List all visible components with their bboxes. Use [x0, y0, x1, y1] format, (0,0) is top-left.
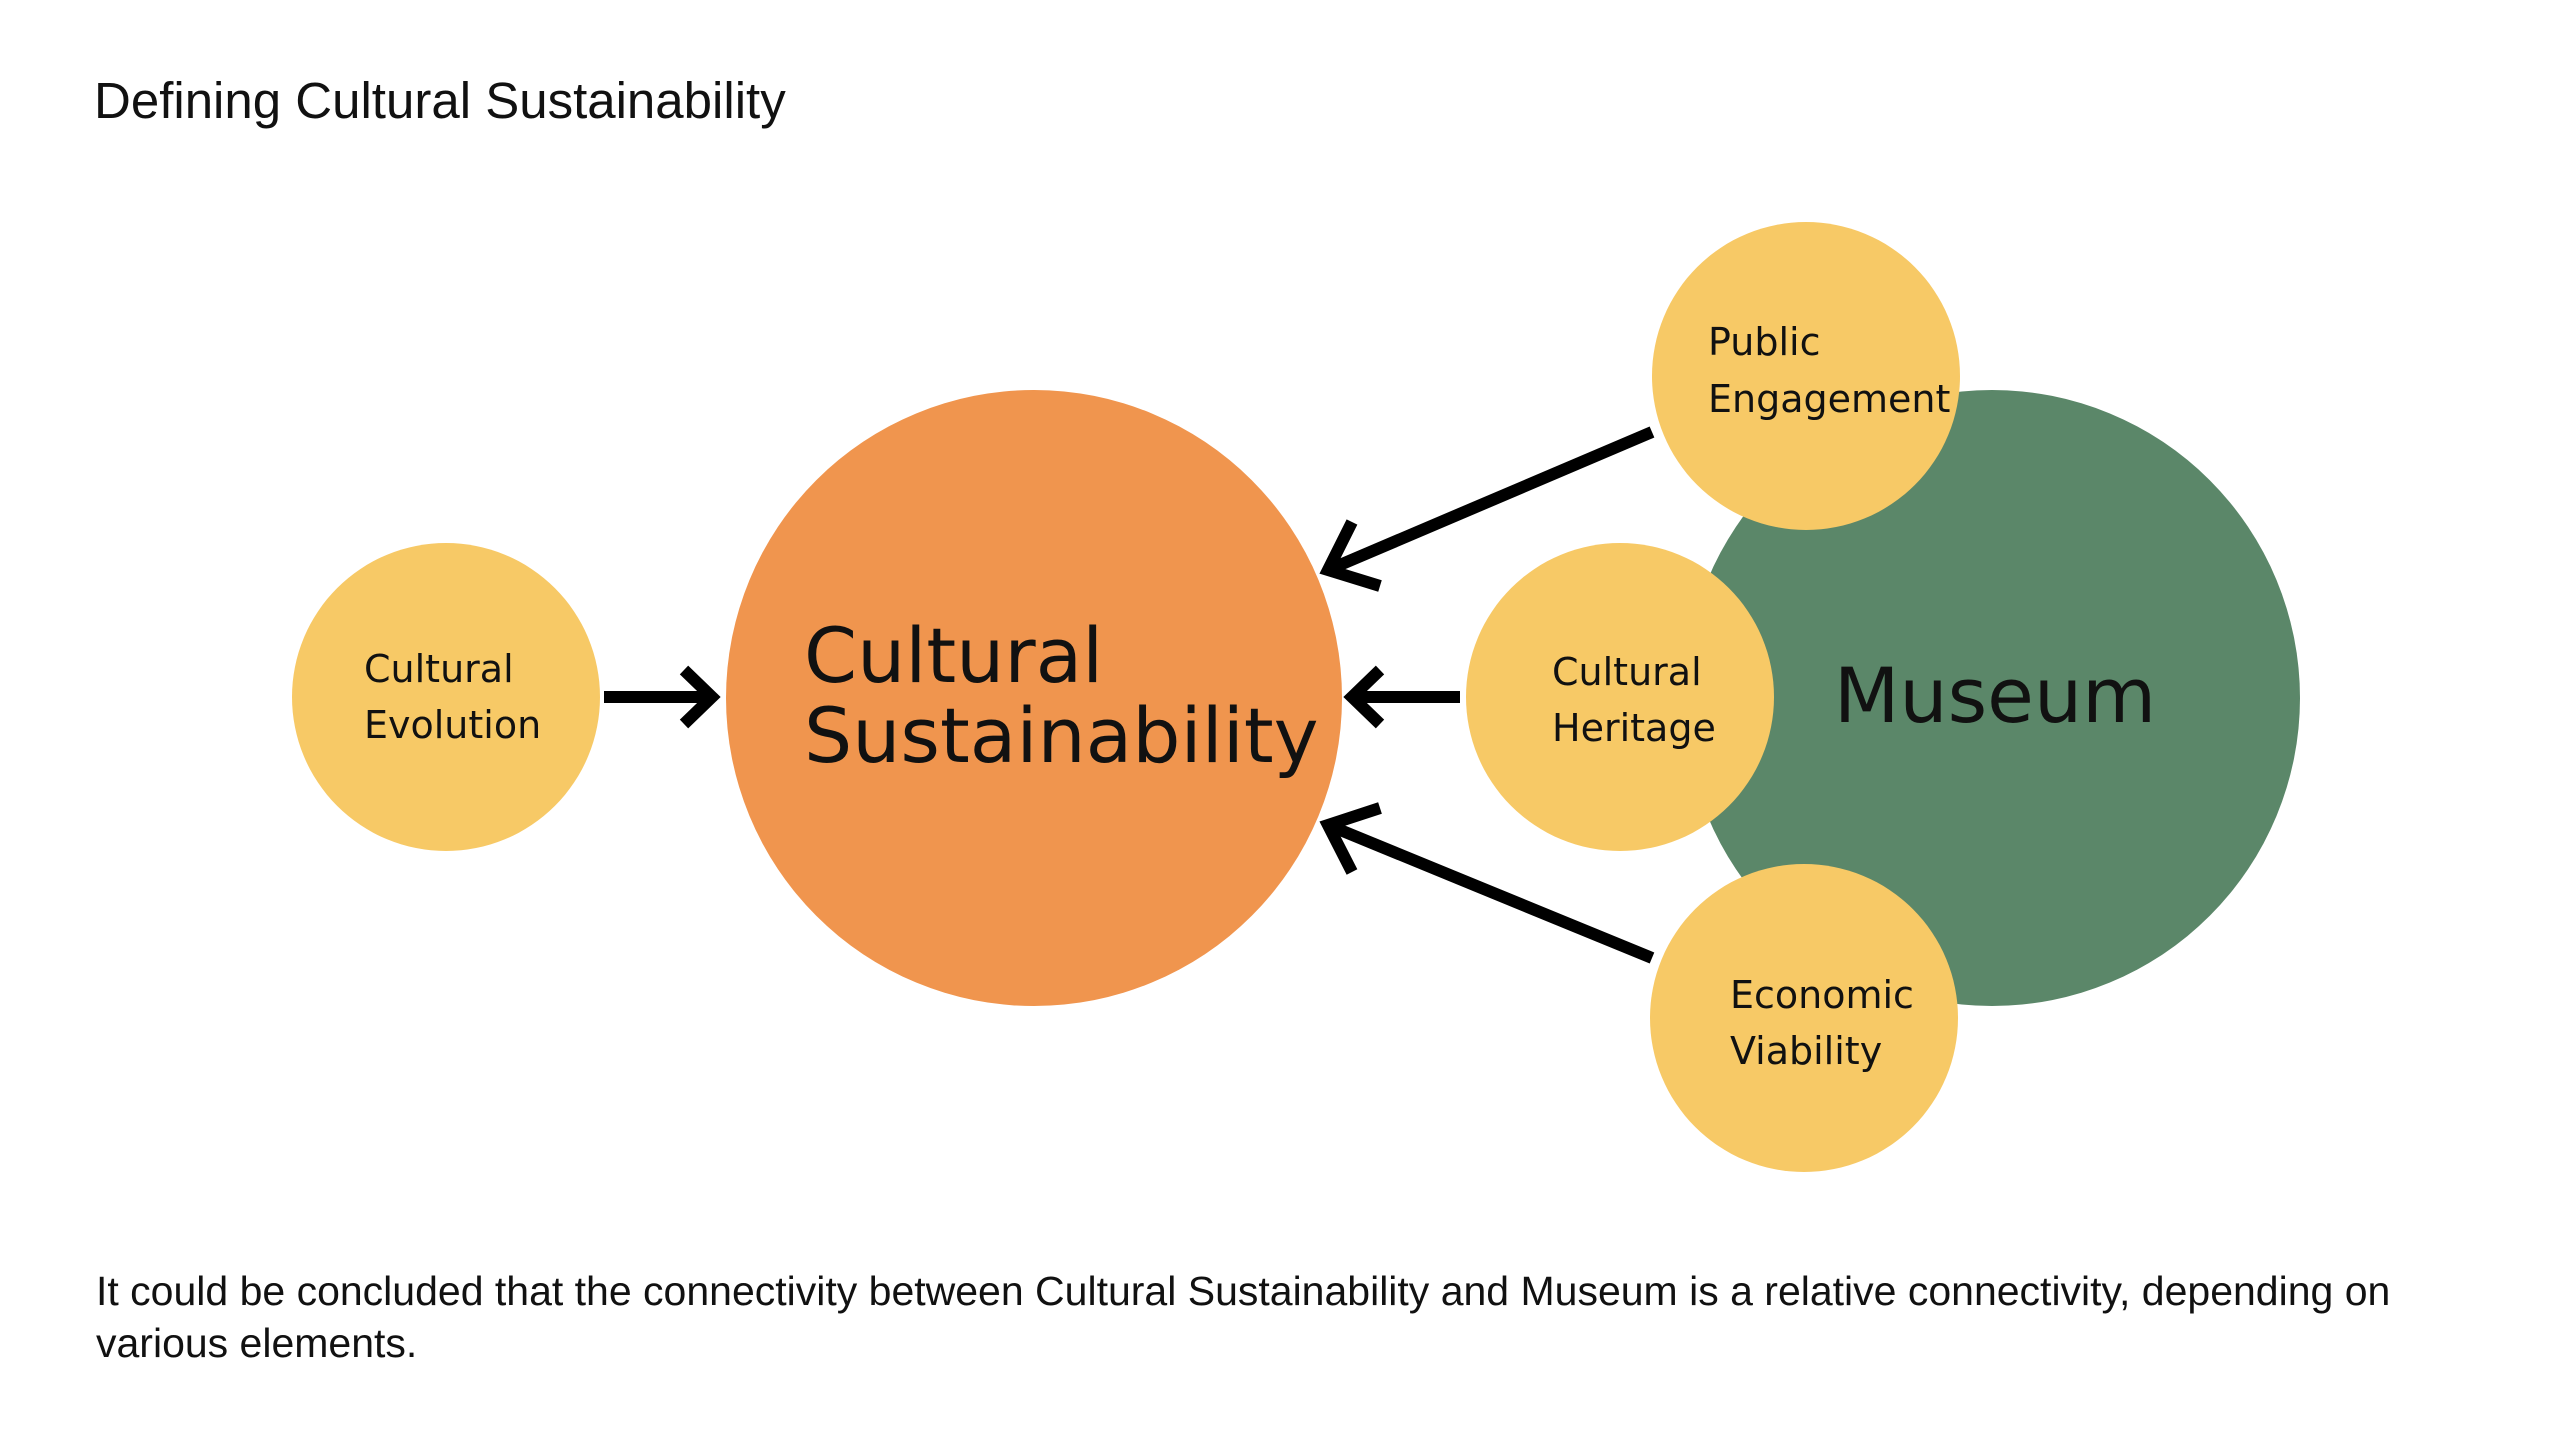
arrow-shaft: [1325, 819, 1655, 964]
node-cultural-evolution: Cultural Evolution: [292, 543, 600, 851]
cultural-heritage-label: Cultural Heritage: [1552, 650, 1716, 750]
museum-label: Museum: [1834, 651, 2156, 740]
public-engagement-label-line2: Engagement: [1708, 377, 1950, 421]
arrows: [604, 426, 1655, 964]
arrow-head-icon: [1343, 665, 1385, 729]
node-economic-viability: Economic Viability: [1650, 864, 1958, 1172]
conclusion-caption: It could be concluded that the connectiv…: [96, 1268, 2391, 1366]
node-museum: Museum: [1684, 390, 2300, 1006]
arrow-head-icon: [1319, 519, 1382, 592]
arrow-head-icon: [679, 665, 721, 729]
cultural-evolution-label-line2: Evolution: [364, 703, 541, 747]
public-engagement-circle: [1652, 222, 1960, 530]
cultural-evolution-circle: [292, 543, 600, 851]
cultural-heritage-circle: [1466, 543, 1774, 851]
cultural-sustainability-label-line1: Cultural: [804, 611, 1103, 700]
cultural-evolution-label: Cultural Evolution: [364, 647, 541, 747]
node-cultural-heritage: Cultural Heritage: [1466, 543, 1774, 851]
cultural-sustainability-label-line2: Sustainability: [804, 691, 1319, 780]
arrow-shaft: [1325, 426, 1655, 576]
economic-viability-circle: [1650, 864, 1958, 1172]
arrow-head-icon: [1319, 802, 1382, 875]
economic-viability-label: Economic Viability: [1730, 973, 1926, 1073]
page-title: Defining Cultural Sustainability: [94, 72, 786, 129]
cultural-heritage-label-line2: Heritage: [1552, 706, 1716, 750]
arrow-engagement-to-sustainability: [1319, 426, 1655, 592]
cultural-heritage-label-line1: Cultural: [1552, 650, 1702, 694]
museum-circle: [1684, 390, 2300, 1006]
economic-viability-label-line1: Economic: [1730, 973, 1914, 1017]
node-cultural-sustainability: Cultural Sustainability: [726, 390, 1342, 1006]
public-engagement-label-line1: Public: [1708, 320, 1820, 364]
cultural-sustainability-circle: [726, 390, 1342, 1006]
cultural-evolution-label-line1: Cultural: [364, 647, 514, 691]
node-public-engagement: Public Engagement: [1652, 222, 1960, 530]
public-engagement-label: Public Engagement: [1708, 320, 1950, 421]
arrow-viability-to-sustainability: [1319, 802, 1655, 964]
arrow-heritage-to-sustainability: [1343, 665, 1460, 729]
arrow-evolution-to-sustainability: [604, 665, 721, 729]
cultural-sustainability-label: Cultural Sustainability: [804, 611, 1319, 780]
economic-viability-label-line2: Viability: [1730, 1029, 1882, 1073]
